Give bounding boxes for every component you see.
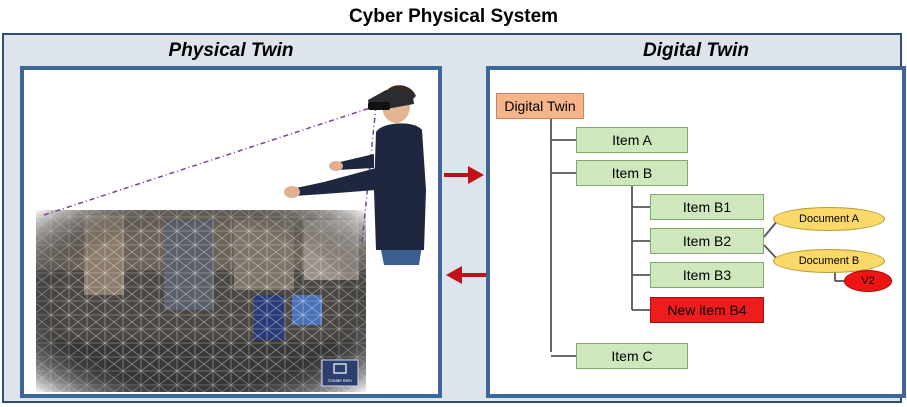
physical-scene: Create Item xyxy=(36,85,426,392)
digital-twin-panel: Digital Twin Item A Item B Item B1 Item … xyxy=(486,66,906,398)
node-new-item-b4[interactable]: New item B4 xyxy=(650,297,764,323)
person-with-headset xyxy=(284,85,426,265)
node-digital-twin[interactable]: Digital Twin xyxy=(496,93,584,119)
node-item-b[interactable]: Item B xyxy=(576,160,688,186)
svg-text:Create Item: Create Item xyxy=(328,378,352,383)
node-item-b3[interactable]: Item B3 xyxy=(650,262,764,288)
diagram-title: Cyber Physical System xyxy=(348,6,559,27)
node-document-b[interactable]: Document B xyxy=(773,249,885,273)
physical-twin-panel: Create Item xyxy=(20,66,442,398)
view-line-upper xyxy=(43,105,377,216)
node-item-b1[interactable]: Item B1 xyxy=(650,194,764,220)
node-document-a[interactable]: Document A xyxy=(773,207,885,231)
physical-twin-title: Physical Twin xyxy=(168,40,294,61)
node-item-b2[interactable]: Item B2 xyxy=(650,228,764,254)
digital-twin-title: Digital Twin xyxy=(643,40,749,61)
node-version-v2[interactable]: V2 xyxy=(844,270,892,292)
room-scan-image xyxy=(36,210,366,392)
node-item-c[interactable]: Item C xyxy=(576,343,688,369)
node-item-a[interactable]: Item A xyxy=(576,127,688,153)
create-item-badge: Create Item xyxy=(321,359,359,387)
